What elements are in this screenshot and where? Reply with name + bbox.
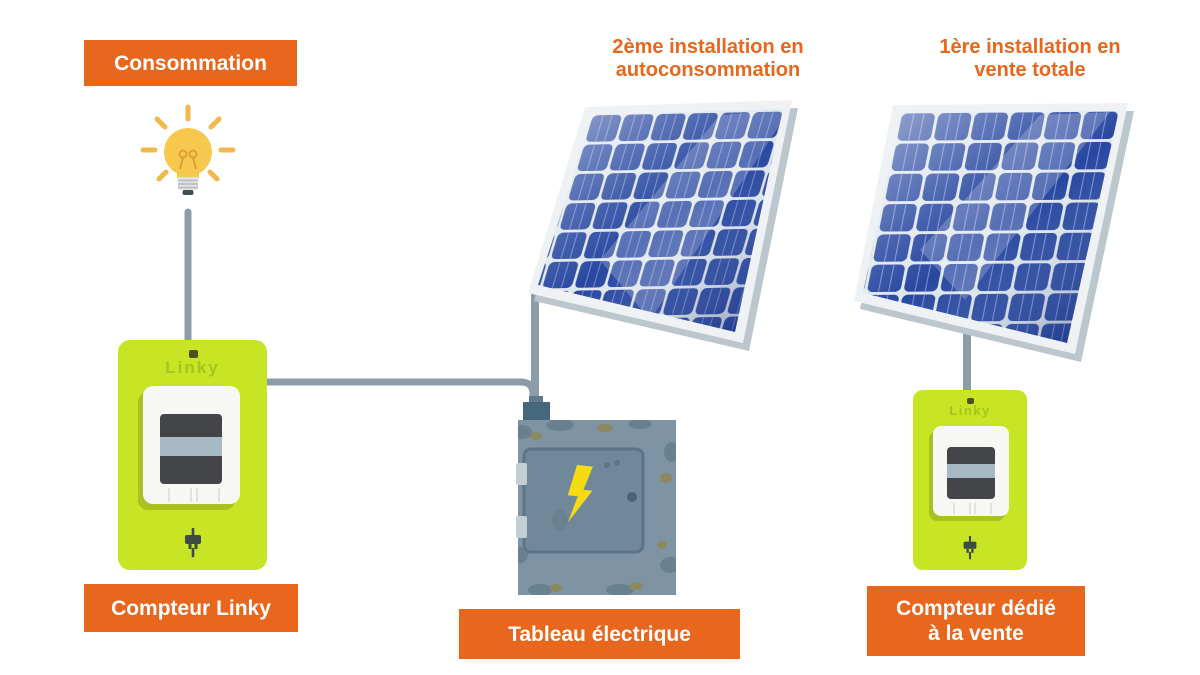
lightning-bolt-icon: [567, 465, 593, 523]
sale-meter-label-line2: à la vente: [928, 622, 1024, 645]
electrical-panel-label-text: Tableau électrique: [508, 622, 691, 646]
electrical-box: [516, 396, 676, 595]
first-install-title: 1ère installation en vente totale: [885, 36, 1175, 82]
terminal-tick: [990, 503, 992, 514]
meter-screen: [160, 414, 222, 484]
wire-lines: [184, 208, 971, 418]
meter-indicator-dot: [967, 398, 974, 404]
terminal-tick: [190, 488, 192, 502]
second-install-title-line1: 2ème installation en: [612, 36, 804, 58]
screen-bar: [947, 464, 995, 478]
first-install-title-line1: 1ère installation en: [939, 36, 1121, 58]
terminal-tick: [974, 503, 976, 514]
plug-icon: [185, 528, 201, 558]
screen-bar: [947, 447, 995, 464]
linky-brand-text: Linky: [949, 403, 991, 418]
meter-to-panel-wire: [263, 378, 537, 414]
sale-meter-label-line1: Compteur dédié: [896, 597, 1056, 620]
screen-bar: [160, 414, 222, 437]
consumption-label: Consommation: [84, 40, 297, 86]
sale-meter-label: Compteur dédié à la vente: [867, 586, 1085, 656]
consumption-label-text: Consommation: [114, 51, 267, 75]
terminal-tick: [218, 488, 220, 502]
linky-meter: Linky: [118, 340, 267, 570]
linky-meter-label-text: Compteur Linky: [111, 596, 271, 620]
terminal-tick: [196, 488, 198, 502]
terminal-tick: [969, 503, 971, 514]
screen-bar: [160, 437, 222, 456]
first-install-title-line2: vente totale: [974, 59, 1086, 81]
linky-meter-label: Compteur Linky: [84, 584, 298, 632]
solar-panel-2-icon: [528, 100, 798, 351]
meter-display: [933, 426, 1009, 516]
terminal-tick: [168, 488, 170, 502]
lightbulb-icon: [140, 104, 236, 195]
plug-icon: [963, 536, 977, 560]
meter-indicator-dot: [189, 350, 198, 358]
terminal-tick: [953, 503, 955, 514]
second-install-title: 2ème installation en autoconsommation: [563, 36, 853, 82]
meter-screen: [947, 447, 995, 499]
linky-brand-text: Linky: [165, 358, 220, 377]
sale-meter: Linky: [913, 390, 1027, 570]
second-install-title-line2: autoconsommation: [615, 59, 801, 81]
screen-bar: [947, 478, 995, 499]
screen-bar: [160, 456, 222, 484]
meter-display: [143, 386, 240, 504]
solar-panel-1-icon: [854, 103, 1134, 362]
electrical-panel-label: Tableau électrique: [459, 609, 740, 659]
